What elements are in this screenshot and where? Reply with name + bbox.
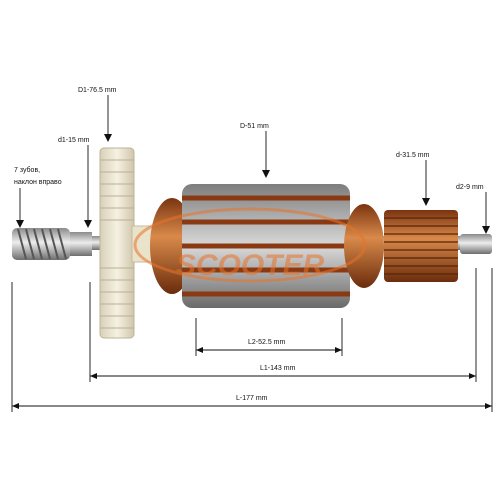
- label-l2: L2-52.5 mm: [248, 339, 286, 346]
- label-d-core: D-51 mm: [240, 123, 269, 130]
- label-d2: d2-9 mm: [456, 184, 484, 191]
- bearing-seat: [460, 234, 492, 254]
- label-teeth-line2: наклон вправо: [14, 179, 62, 186]
- label-teeth-line1: 7 зубов,: [14, 166, 40, 174]
- rotor-core: [182, 184, 350, 308]
- fan: [99, 147, 159, 339]
- armature-photo: [12, 147, 492, 339]
- commutator: [384, 210, 458, 282]
- label-l1: L1-143 mm: [260, 365, 296, 372]
- label-d-commutator: d-31.5 mm: [396, 152, 430, 159]
- watermark: SCOOTER: [133, 207, 367, 283]
- label-l-total: L-177 mm: [236, 395, 268, 402]
- label-d1-inner: d1-15 mm: [58, 137, 90, 144]
- watermark-text: SCOOTER: [176, 249, 325, 282]
- label-d1-outer: D1-76.5 mm: [78, 87, 117, 94]
- pinion-gear: [12, 228, 92, 260]
